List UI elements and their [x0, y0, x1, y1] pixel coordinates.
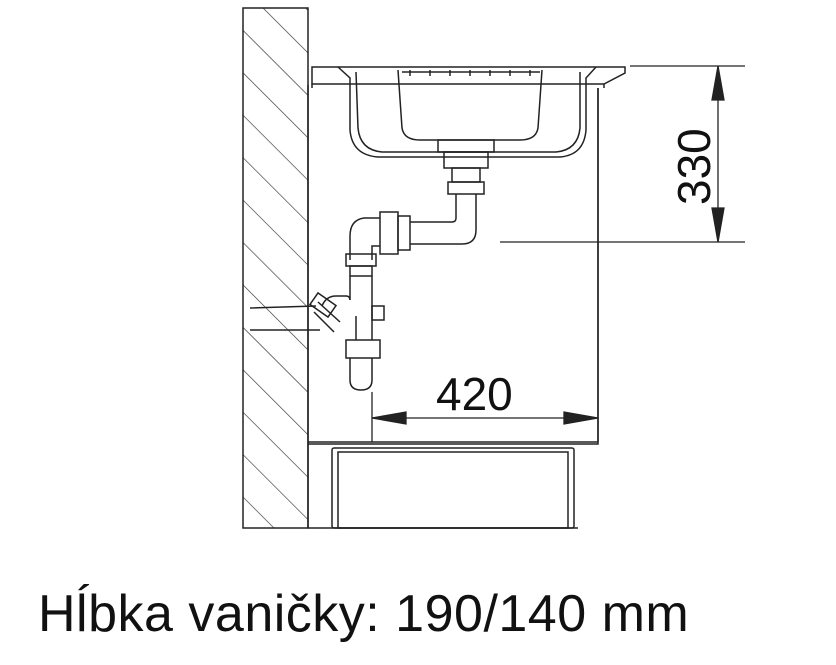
sink-bowl: [337, 66, 597, 158]
depth-dimension: [371, 392, 599, 442]
drain-pipe: [349, 139, 495, 260]
countertop: [311, 66, 626, 88]
bottle-trap: [249, 253, 385, 391]
height-value: 330: [668, 128, 720, 205]
cabinet: [307, 85, 599, 529]
basin-depth-caption: Hĺbka vaničky: 190/140 mm: [38, 585, 690, 643]
depth-value: 420: [436, 368, 513, 420]
height-dimension: [500, 65, 745, 243]
wall: [242, 7, 309, 529]
